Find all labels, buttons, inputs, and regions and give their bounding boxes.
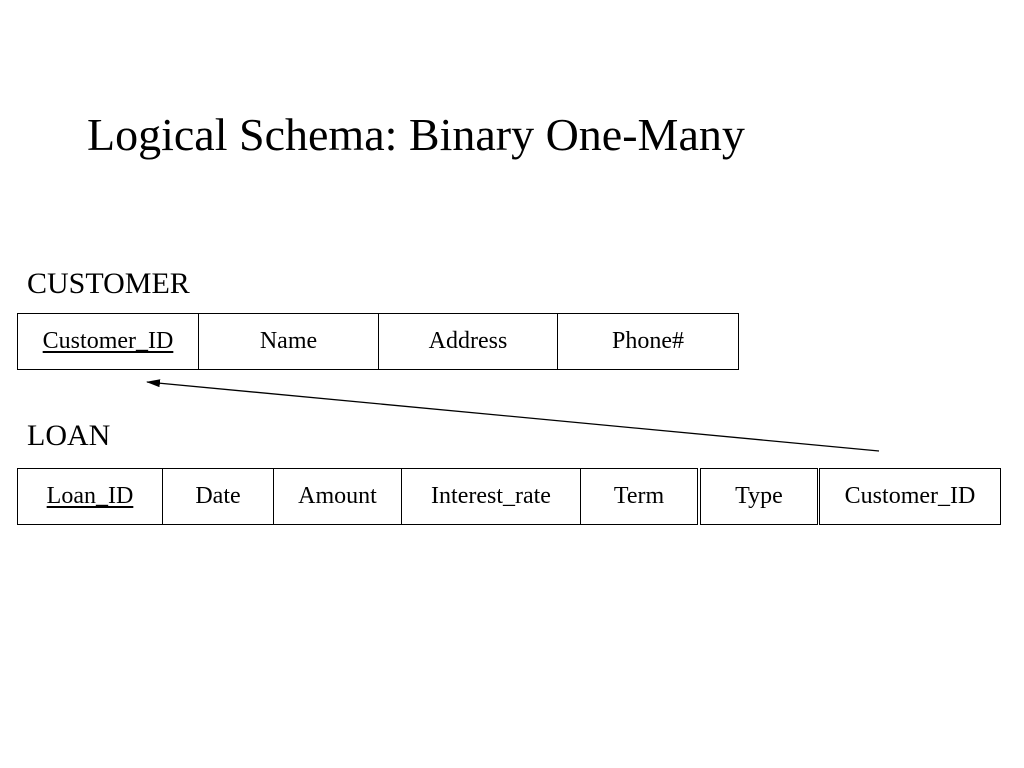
customer-column-name: Name [198,313,379,370]
loan-column-label: Type [735,483,783,509]
customer-column-label: Phone# [612,328,684,354]
loan-column-label: Loan_ID [46,483,134,509]
customer-column-phone: Phone# [557,313,739,370]
foreign-key-line [146,379,880,452]
loan-column-label: Interest_rate [431,483,551,509]
slide-title: Logical Schema: Binary One-Many [87,109,745,160]
customer-column-label: Address [428,328,508,354]
loan-table-label: LOAN [27,419,111,452]
loan-column-term: Term [580,468,698,525]
loan-column-customer-id-fk: Customer_ID [819,468,1001,525]
loan-column-type: Type [700,468,818,525]
customer-column-address: Address [378,313,558,370]
customer-column-customer-id: Customer_ID [17,313,199,370]
loan-column-interest-rate: Interest_rate [401,468,581,525]
customer-table-label: CUSTOMER [27,267,190,300]
loan-column-label: Date [195,483,241,509]
loan-column-label: Term [613,483,665,509]
loan-column-loan-id: Loan_ID [17,468,163,525]
customer-column-label: Name [259,328,318,354]
customer-column-label: Customer_ID [42,328,174,354]
loan-column-date: Date [162,468,274,525]
loan-column-label: Amount [298,483,377,509]
loan-column-label: Customer_ID [844,483,976,509]
loan-column-amount: Amount [273,468,402,525]
